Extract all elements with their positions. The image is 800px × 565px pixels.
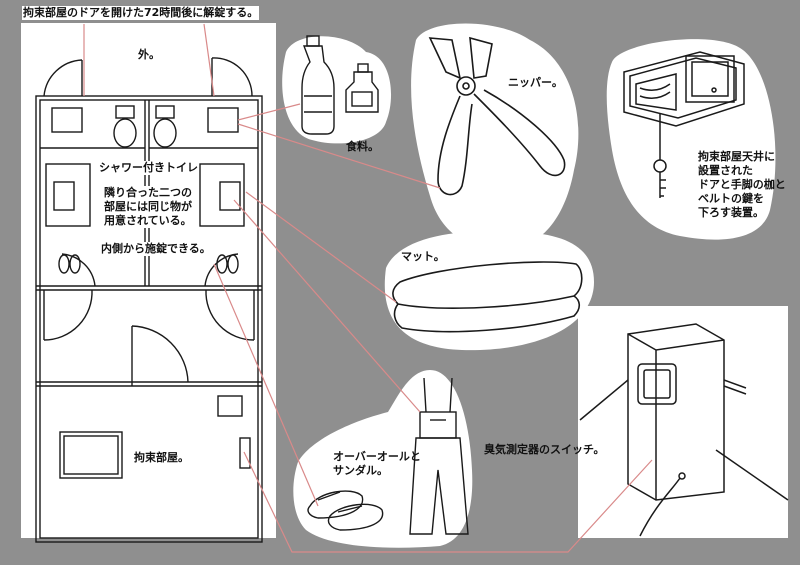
food-drawing <box>301 35 379 135</box>
same-items-line2: 部屋には同じ物が <box>103 200 193 214</box>
food-bubble <box>282 36 392 144</box>
overall-label-line2: サンダル。 <box>333 464 388 477</box>
switch-drawing <box>579 323 789 537</box>
leader-lines <box>83 23 653 553</box>
header-note: 拘束部屋のドアを開けた72時間後に解錠する。 <box>22 6 260 20</box>
overall-bubble <box>293 370 473 548</box>
shower-toilet-label: シャワー付きトイレ <box>98 161 199 175</box>
same-items-line1: 隣り合った二つの <box>103 186 193 200</box>
nipper-label: ニッパー。 <box>508 76 563 89</box>
mat-label: マット。 <box>401 250 445 263</box>
lockable-label: 内側から施錠できる。 <box>100 242 212 256</box>
overall-label-line1: オーバーオールと <box>333 450 421 463</box>
mat-drawing <box>392 261 583 333</box>
device-label-line5: 下ろす装置。 <box>698 206 764 219</box>
outside-label: 外。 <box>138 48 160 61</box>
switch-panel <box>578 306 788 538</box>
device-label-line4: ベルトの鍵を <box>698 192 764 205</box>
device-label-line1: 拘束部屋天井に <box>698 150 775 163</box>
restraint-room-label: 拘束部屋。 <box>134 451 189 464</box>
overall-drawing <box>307 377 469 535</box>
nipper-bubble <box>411 23 579 251</box>
device-label-line2: 設置された <box>698 164 753 177</box>
mat-bubble <box>384 231 594 351</box>
device-drawing <box>623 51 745 198</box>
nipper-drawing <box>428 36 566 196</box>
food-label: 食料。 <box>346 140 379 153</box>
device-label-line3: ドアと手脚の枷と <box>698 178 786 191</box>
odor-switch-label: 臭気測定器のスイッチ。 <box>484 443 605 456</box>
same-items-line3: 用意されている。 <box>103 214 193 228</box>
